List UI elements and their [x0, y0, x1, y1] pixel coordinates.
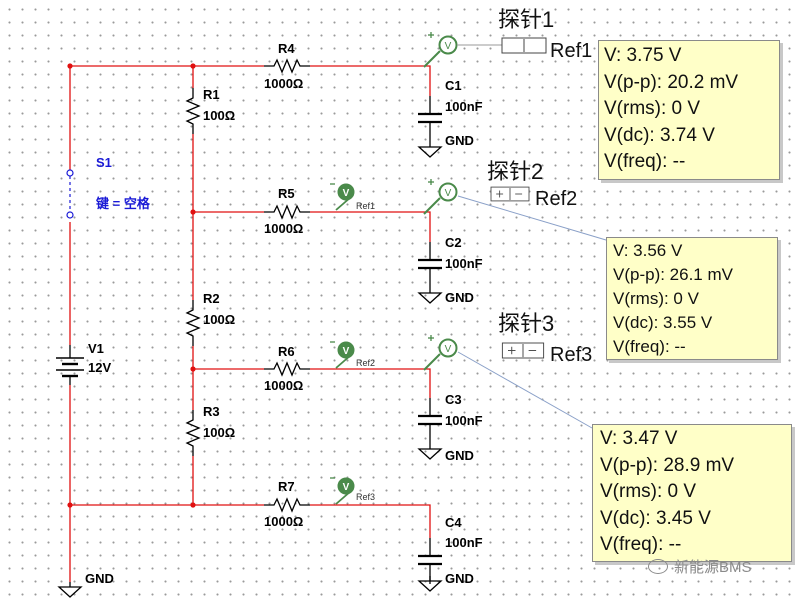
- wires: [69, 65, 431, 582]
- readout-voltage: V: 3.56 V: [613, 241, 683, 260]
- wechat-icon: [648, 559, 668, 574]
- r3-name: R3: [203, 404, 220, 419]
- switch-s1[interactable]: S1 键 = 空格: [66, 155, 151, 219]
- v1-name: V1: [88, 341, 104, 356]
- voltage-probe-icon: [423, 334, 458, 371]
- gnd-label: GND: [445, 133, 474, 148]
- voltage-probe-icon: [423, 178, 458, 215]
- r7-value: 1000Ω: [264, 514, 303, 529]
- c1-value: 100nF: [445, 99, 483, 114]
- resistor-r1[interactable]: R1 100Ω: [186, 87, 235, 135]
- probe-3[interactable]: 探针3 Ref3: [423, 311, 592, 429]
- s1-name: S1: [96, 155, 112, 170]
- inline-probe-ref3[interactable]: Ref3: [329, 477, 375, 505]
- wire-r4-to-c1: [310, 65, 431, 96]
- resistor-r5[interactable]: R5 1000Ω: [263, 186, 311, 236]
- voltage-probe-icon: [423, 31, 458, 68]
- resistor-r6[interactable]: R6 1000Ω: [263, 344, 311, 393]
- readout-vrms: V(rms): 0 V: [604, 98, 701, 119]
- c3-name: C3: [445, 392, 462, 407]
- readout-vpp: V(p-p): 20.2 mV: [604, 71, 739, 93]
- probe-2[interactable]: 探针2 Ref2: [423, 159, 607, 241]
- inline-probe-ref2[interactable]: Ref2: [329, 341, 375, 369]
- resistor-r3[interactable]: R3 100Ω: [186, 404, 235, 457]
- r3-value: 100Ω: [203, 425, 235, 440]
- readout-vdc: V(dc): 3.55 V: [613, 313, 713, 332]
- r7-name: R7: [278, 479, 295, 494]
- c2-name: C2: [445, 235, 462, 250]
- s1-key-label: 键 = 空格: [95, 196, 151, 211]
- readout-vdc: V(dc): 3.74 V: [604, 124, 715, 146]
- inline-probe-ref1[interactable]: Ref1: [329, 183, 375, 211]
- inline-probe-ref1-label: Ref1: [356, 201, 375, 211]
- readout-vrms: V(rms): 0 V: [613, 289, 699, 308]
- capacitor-c4[interactable]: C4 100nF: [416, 515, 483, 586]
- r6-name: R6: [278, 344, 295, 359]
- readout-vpp: V(p-p): 26.1 mV: [613, 265, 733, 284]
- resistor-r2[interactable]: R2 100Ω: [186, 291, 235, 347]
- r2-value: 100Ω: [203, 312, 235, 327]
- probe-1-title: 探针1: [498, 7, 554, 32]
- ref2-box: [490, 186, 530, 202]
- c3-value: 100nF: [445, 413, 483, 428]
- readout-vfreq: V(freq): --: [600, 534, 682, 555]
- probe-1-ref: Ref1: [550, 40, 592, 62]
- resistor-r7[interactable]: R7 1000Ω: [263, 479, 311, 529]
- ground-c4: GND: [418, 571, 474, 592]
- readout-voltage: V: 3.75 V: [604, 45, 682, 66]
- probe-1-readout: V: 3.75 V V(p-p): 20.2 mV V(rms): 0 V V(…: [598, 40, 780, 180]
- capacitor-c2[interactable]: C2 100nF: [416, 235, 483, 290]
- gnd-label: GND: [445, 290, 474, 305]
- probe-2-title: 探针2: [487, 159, 543, 184]
- gnd-label: GND: [445, 448, 474, 463]
- watermark: 新能源BMS: [648, 556, 752, 577]
- watermark-text: 新能源BMS: [674, 559, 752, 576]
- gnd-label: GND: [445, 571, 474, 586]
- c2-value: 100nF: [445, 256, 483, 271]
- v1-value: 12V: [88, 360, 111, 375]
- wire-r7-to-c4: [310, 504, 431, 538]
- ground-c1: GND: [418, 133, 474, 158]
- gnd-label: GND: [85, 571, 114, 586]
- battery-v1[interactable]: V1 12V: [56, 341, 111, 385]
- inline-probe-ref2-label: Ref2: [356, 358, 375, 368]
- readout-vfreq: V(freq): --: [613, 337, 686, 356]
- resistor-r4[interactable]: R4 1000Ω: [263, 41, 311, 91]
- readout-vrms: V(rms): 0 V: [600, 481, 697, 502]
- probe-1[interactable]: 探针1 Ref1: [423, 7, 592, 68]
- ground-v1: GND: [58, 571, 114, 598]
- probe-3-readout: V: 3.47 V V(p-p): 28.9 mV V(rms): 0 V V(…: [592, 424, 792, 562]
- probe-3-title: 探针3: [498, 311, 554, 336]
- probe-2-ref: Ref2: [535, 188, 577, 210]
- r1-name: R1: [203, 87, 220, 102]
- c4-name: C4: [445, 515, 462, 530]
- probe-3-ref: Ref3: [550, 344, 592, 366]
- readout-vfreq: V(freq): --: [604, 151, 686, 172]
- readout-vdc: V(dc): 3.45 V: [600, 507, 711, 529]
- inline-probe-ref3-label: Ref3: [356, 492, 375, 502]
- r4-name: R4: [278, 41, 295, 56]
- r1-value: 100Ω: [203, 108, 235, 123]
- probe-2-readout: V: 3.56 V V(p-p): 26.1 mV V(rms): 0 V V(…: [606, 237, 778, 360]
- r4-value: 1000Ω: [264, 76, 303, 91]
- ref3-box: [501, 342, 545, 359]
- capacitor-c1[interactable]: C1 100nF: [416, 78, 483, 144]
- r6-value: 1000Ω: [264, 378, 303, 393]
- ground-c3: GND: [418, 443, 474, 463]
- c1-name: C1: [445, 78, 462, 93]
- r2-name: R2: [203, 291, 220, 306]
- r5-value: 1000Ω: [264, 221, 303, 236]
- readout-voltage: V: 3.47 V: [600, 428, 678, 449]
- ground-c2: GND: [418, 287, 474, 305]
- r5-name: R5: [278, 186, 295, 201]
- c4-value: 100nF: [445, 535, 483, 550]
- readout-vpp: V(p-p): 28.9 mV: [600, 454, 735, 476]
- capacitor-c3[interactable]: C3 100nF: [416, 392, 483, 446]
- junctions: [67, 63, 196, 508]
